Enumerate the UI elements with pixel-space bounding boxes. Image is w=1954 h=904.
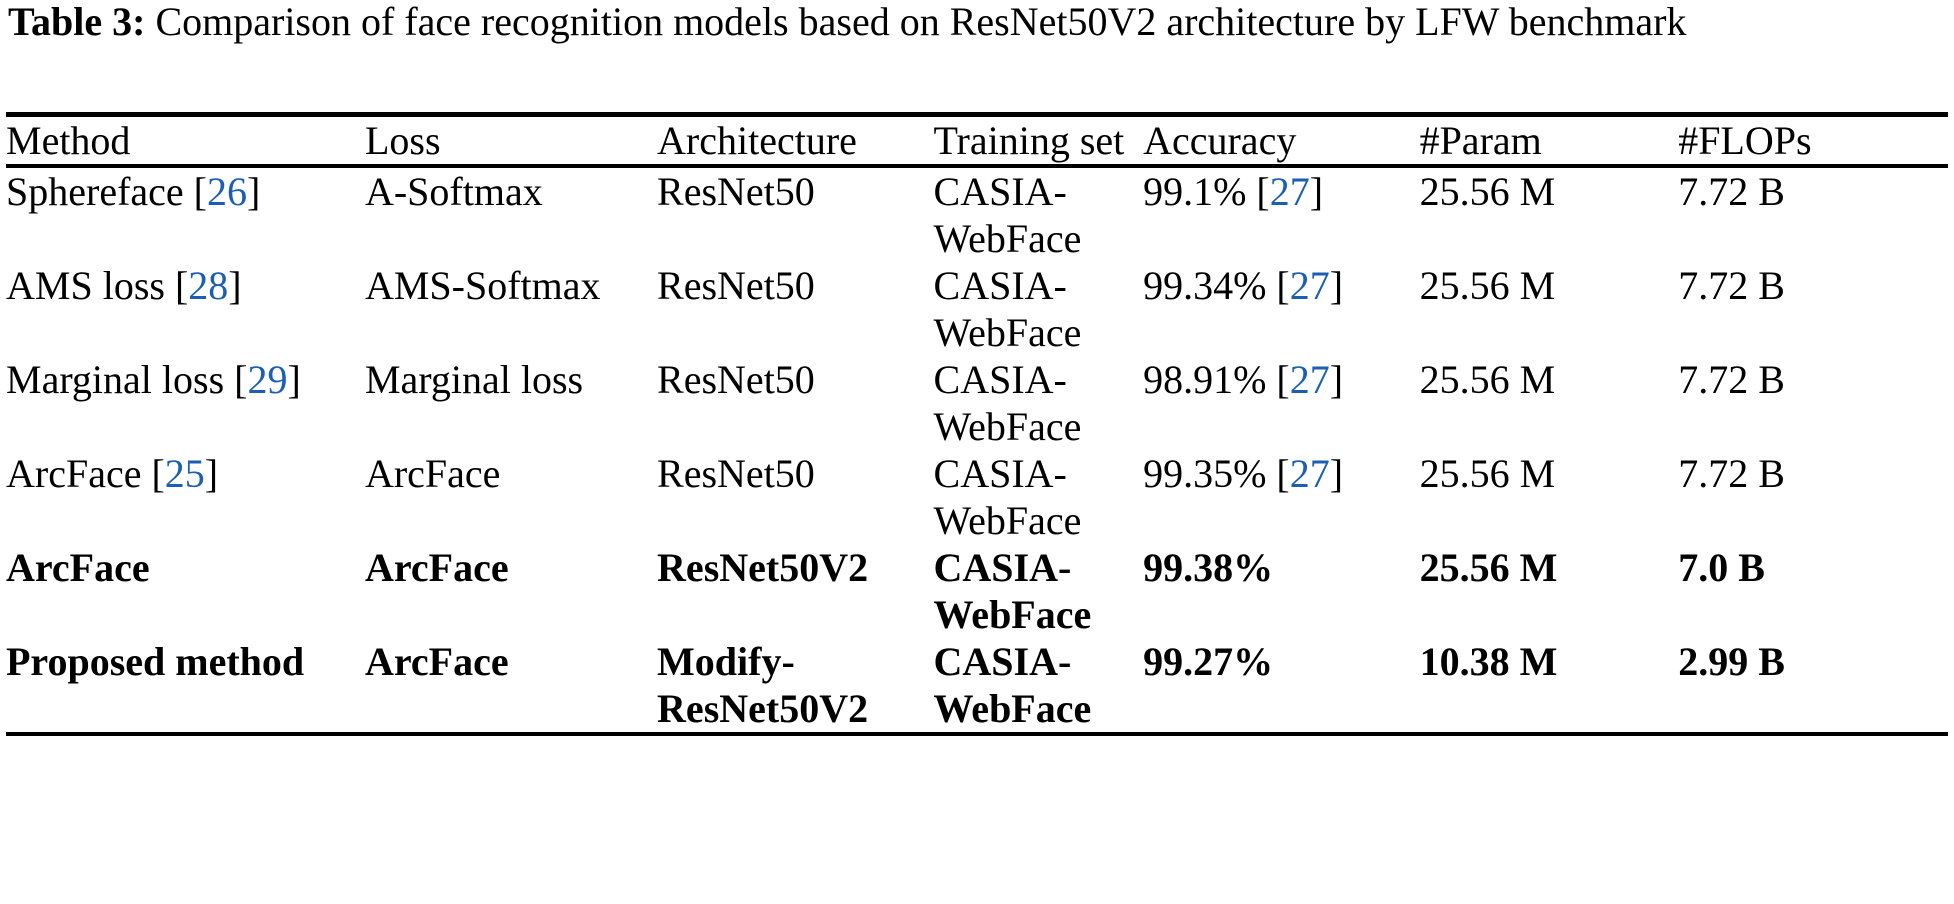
cell-training-set: CASIA-WebFace (933, 169, 1082, 261)
table-header-row: Method Loss Architecture Training set Ac… (6, 117, 1948, 164)
cell-training-set: CASIA-WebFace (933, 357, 1082, 449)
cell-text: 99.27% (1143, 639, 1274, 684)
cell-flops: 7.72 B (1678, 357, 1785, 402)
table-mid-rule (6, 164, 1948, 168)
citation-number[interactable]: 25 (164, 451, 205, 496)
cell-training-set: CASIA-WebFace (933, 639, 1092, 731)
cell-flops: 7.72 B (1678, 263, 1785, 308)
method-citation-link[interactable]: [29] (234, 357, 301, 402)
cell-accuracy: 98.91% [27] (1143, 356, 1419, 450)
table-caption-text: Comparison of face recognition models ba… (145, 0, 1687, 44)
cell-text: Proposed method (6, 639, 305, 684)
cell-flops: 7.0 B (1678, 545, 1765, 590)
cell-text: 99.1% (1143, 169, 1247, 214)
table-row: Proposed method ArcFace Modify-ResNet50V2 C… (6, 638, 1948, 732)
cell-training-set: CASIA-WebFace (933, 263, 1082, 355)
cell-architecture: ResNet50 (657, 451, 815, 496)
citation-number[interactable]: 27 (1269, 169, 1310, 214)
cell-method: ArcFace (6, 544, 365, 638)
cell-architecture: ResNet50 (657, 263, 815, 308)
citation-number[interactable]: 27 (1289, 357, 1330, 402)
cell-param: 25.56 M (1419, 451, 1556, 496)
method-citation-link[interactable]: [25] (151, 451, 219, 496)
table-container: Method Loss Architecture Training set Ac… (6, 112, 1948, 736)
table-caption: Table 3: Comparison of face recognition … (8, 0, 1946, 45)
column-header-architecture: Architecture (657, 118, 857, 163)
cell-method: Proposed method (6, 638, 365, 732)
cell-training-set: CASIA-WebFace (933, 545, 1092, 637)
cell-flops: 7.72 B (1678, 451, 1785, 496)
citation-number[interactable]: 28 (188, 263, 229, 308)
table-bottom-rule (6, 732, 1948, 736)
cell-text: 99.38% (1143, 545, 1274, 590)
cell-text: AMS loss (6, 263, 165, 308)
table-top-rule (6, 112, 1948, 117)
cell-loss: AMS-Softmax (364, 263, 601, 308)
cell-text: ArcFace (6, 451, 142, 496)
column-header-loss: Loss (364, 118, 441, 163)
cell-method: Marginal loss [29] (6, 356, 365, 450)
cell-text: 99.34% (1143, 263, 1267, 308)
table-caption-label: Table 3: (8, 0, 146, 44)
cell-architecture: Modify-ResNet50V2 (657, 639, 869, 731)
column-header-param: #Param (1419, 118, 1542, 163)
cell-text: Sphereface (6, 169, 184, 214)
cell-loss: A-Softmax (364, 169, 543, 214)
cell-method: ArcFace [25] (6, 450, 365, 544)
cell-architecture: ResNet50V2 (657, 545, 869, 590)
cell-flops: 7.72 B (1678, 169, 1785, 214)
accuracy-citation-link[interactable]: [27] (1276, 263, 1344, 308)
method-citation-link[interactable]: [26] (193, 169, 261, 214)
accuracy-citation-link[interactable]: [27] (1256, 169, 1324, 214)
cell-text: Marginal loss (6, 357, 225, 402)
cell-accuracy: 99.27% (1143, 638, 1419, 732)
cell-method: Sphereface [26] (6, 168, 365, 262)
accuracy-citation-link[interactable]: [27] (1276, 357, 1344, 402)
cell-accuracy: 99.1% [27] (1143, 168, 1419, 262)
cell-accuracy: 99.38% (1143, 544, 1419, 638)
cell-architecture: ResNet50 (657, 357, 815, 402)
table-row: ArcFace ArcFace ResNet50V2 CASIA-WebFace 99.… (6, 544, 1948, 638)
accuracy-citation-link[interactable]: [27] (1276, 451, 1344, 496)
citation-number[interactable]: 26 (206, 169, 247, 214)
comparison-table: Method Loss Architecture Training set Ac… (6, 117, 1948, 164)
cell-param: 10.38 M (1419, 639, 1558, 684)
cell-loss: ArcFace (364, 451, 501, 496)
cell-architecture: ResNet50 (657, 169, 815, 214)
cell-training-set: CASIA-WebFace (933, 451, 1082, 543)
column-header-flops: #FLOPs (1678, 118, 1812, 163)
cell-param: 25.56 M (1419, 263, 1556, 308)
cell-param: 25.56 M (1419, 545, 1558, 590)
cell-param: 25.56 M (1419, 357, 1556, 402)
cell-text: 99.35% (1143, 451, 1267, 496)
cell-accuracy: 99.35% [27] (1143, 450, 1419, 544)
table-header: Method Loss Architecture Training set Ac… (6, 117, 1948, 164)
cell-text: ArcFace (6, 545, 150, 590)
column-header-method: Method (6, 118, 131, 163)
cell-loss: ArcFace (364, 545, 509, 590)
cell-accuracy: 99.34% [27] (1143, 262, 1419, 356)
cell-param: 25.56 M (1419, 169, 1556, 214)
method-citation-link[interactable]: [28] (174, 263, 242, 308)
cell-method: AMS loss [28] (6, 262, 365, 356)
cell-flops: 2.99 B (1678, 639, 1785, 684)
cell-loss: ArcFace (364, 639, 509, 684)
column-header-training-set: Training set (933, 118, 1125, 163)
citation-number[interactable]: 27 (1289, 451, 1330, 496)
cell-loss: Marginal loss (364, 357, 584, 402)
cell-text: 98.91% (1143, 357, 1267, 402)
citation-number[interactable]: 29 (247, 357, 288, 402)
citation-number[interactable]: 27 (1289, 263, 1330, 308)
column-header-accuracy: Accuracy (1143, 118, 1297, 163)
